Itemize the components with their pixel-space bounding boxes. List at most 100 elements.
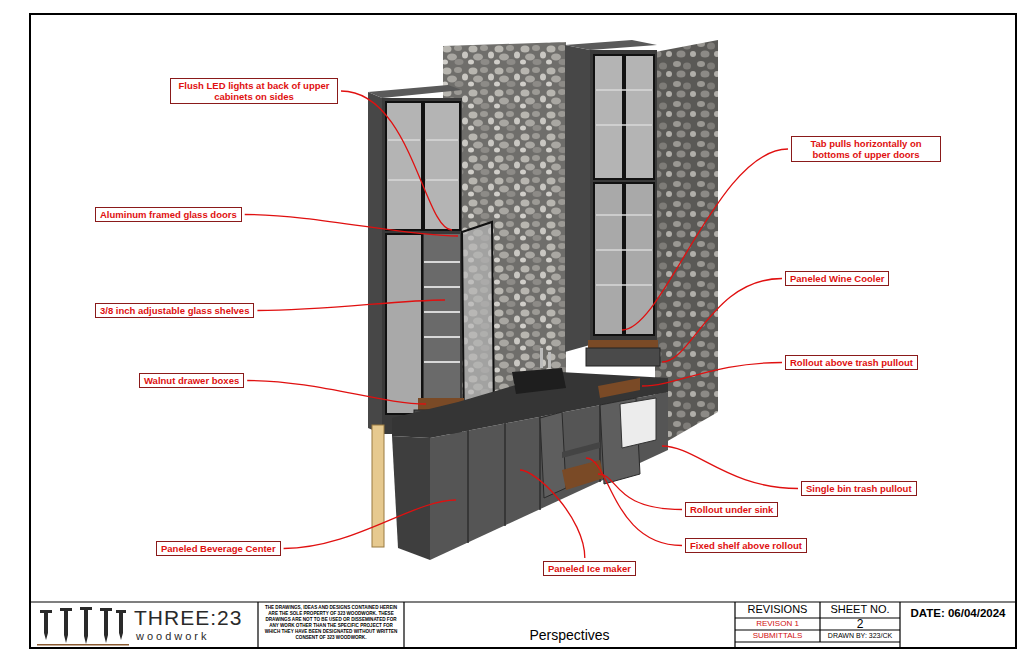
sheet-title: Perspectives — [404, 627, 735, 643]
title-block-grid-part — [819, 602, 820, 642]
callout-box: Paneled Ice maker — [543, 561, 636, 576]
table-header: REVISIONS — [735, 603, 820, 615]
callout-text: Walnut drawer boxes — [144, 375, 239, 386]
left-upper-cabinet-part — [424, 234, 460, 414]
callout-box: 3/8 inch adjustable glass shelves — [95, 303, 254, 318]
disclaimer-note: THE DRAWINGS, IDEAS AND DESIGNS CONTAINE… — [261, 605, 401, 641]
base-cabinets-part — [372, 425, 384, 547]
callout-text: Single bin trash pullout — [806, 483, 912, 494]
revision-cell: REVISON 1 — [735, 619, 820, 628]
title-block-grid-part — [899, 602, 900, 648]
leader-line — [622, 149, 788, 330]
leader-line — [520, 470, 585, 558]
date-cell: DATE: 06/04/2024 — [900, 607, 1016, 619]
callout-text: Rollout above trash pullout — [790, 357, 913, 368]
right-upper-cabinet-part — [594, 183, 623, 335]
logo-screws — [37, 607, 129, 646]
logo-screws-part — [84, 610, 88, 636]
callout-text: Paneled Beverage Center — [161, 543, 276, 554]
callout-text: Aluminum framed glass doors — [100, 209, 237, 220]
right-upper-cabinet-part — [590, 50, 657, 346]
leader-line — [341, 91, 452, 230]
base-cabinets-part — [620, 398, 656, 448]
right-upper-cabinet — [565, 40, 660, 366]
title-block-grid-part — [735, 617, 900, 618]
callout-box: Paneled Wine Cooler — [785, 271, 889, 286]
logo-screws-part — [44, 613, 48, 633]
logo-screws-part — [64, 635, 68, 643]
logo-screws-part — [60, 608, 72, 611]
sheet-number: 2 — [820, 617, 900, 631]
logo-screws-part — [104, 611, 108, 635]
title-block-grid-part — [30, 601, 1016, 602]
drawing-frame — [30, 14, 1016, 648]
logo-subtitle: woodwork — [136, 630, 210, 642]
base-cabinets-part — [392, 436, 430, 560]
left-upper-cabinet-part — [424, 102, 460, 230]
right-upper-cabinet-part — [596, 90, 652, 285]
left-upper-cabinet — [368, 85, 494, 434]
leader-line — [662, 279, 782, 363]
base-cabinets — [372, 348, 668, 560]
right-upper-cabinet-part — [625, 55, 654, 179]
table-header: SHEET NO. — [820, 603, 900, 615]
left-upper-cabinet-part — [388, 140, 458, 180]
callout-box: Rollout above trash pullout — [785, 355, 918, 370]
base-cabinets-part — [540, 348, 543, 368]
callout-text: Flush LED lights at back of upper cabine… — [175, 80, 333, 102]
submittals-cell: SUBMITTALS — [735, 631, 820, 640]
callout-text: Fixed shelf above rollout — [690, 540, 802, 551]
right-upper-cabinet-part — [586, 348, 660, 366]
logo-screws-part — [64, 611, 68, 635]
base-cabinets-part — [512, 368, 566, 394]
title-block-grid-part — [257, 602, 258, 648]
left-upper-cabinet-part — [424, 262, 460, 362]
callout-box: Aluminum framed glass doors — [95, 207, 242, 222]
callout-box: Paneled Beverage Center — [156, 541, 281, 556]
title-block-grid-part — [735, 641, 900, 642]
callout-box: Flush LED lights at back of upper cabine… — [170, 78, 338, 104]
leader-line — [284, 500, 456, 549]
logo-screws-part — [100, 608, 112, 611]
left-upper-cabinet-part — [382, 98, 462, 434]
callout-box: Rollout under sink — [685, 502, 778, 517]
callout-box: Fixed shelf above rollout — [685, 538, 807, 553]
logo-screws-part — [44, 633, 48, 640]
callout-text: 3/8 inch adjustable glass shelves — [100, 305, 249, 316]
logo-screws-part — [40, 610, 52, 613]
logo-screws-part — [84, 636, 88, 644]
leader-line — [257, 300, 445, 311]
leader-line — [642, 363, 782, 387]
callout-text: Tab pulls horizontally on bottoms of upp… — [796, 138, 936, 160]
logo-screws-part — [104, 635, 108, 643]
logo-screws-part — [119, 633, 123, 640]
callout-text: Paneled Wine Cooler — [790, 273, 884, 284]
logo-wordmark: THREE:23 — [134, 606, 242, 630]
logo-screws-part — [116, 610, 126, 613]
left-upper-cabinet-part — [386, 234, 422, 414]
leader-line — [247, 381, 426, 405]
left-upper-cabinet-part — [368, 85, 462, 98]
base-cabinets-part — [548, 352, 551, 368]
right-upper-cabinet-part — [565, 40, 657, 50]
logo-screws-part — [119, 613, 123, 633]
base-cabinets-part — [562, 442, 600, 458]
base-cabinets-part — [598, 378, 640, 398]
title-block-grid-part — [403, 602, 404, 648]
leader-line — [245, 215, 458, 237]
left-upper-cabinet-part — [368, 92, 382, 434]
right-upper-cabinet-part — [565, 45, 590, 352]
logo-screws-part — [80, 607, 92, 610]
leader-line — [598, 474, 682, 510]
logo-screws-part — [37, 644, 129, 646]
callout-text: Rollout under sink — [690, 504, 773, 515]
base-cabinets-part — [562, 460, 604, 490]
callout-box: Single bin trash pullout — [801, 481, 917, 496]
callout-box: Tab pulls horizontally on bottoms of upp… — [791, 136, 941, 162]
right-upper-cabinet-part — [625, 183, 654, 335]
leader-line — [662, 446, 798, 489]
drawn-by: DRAWN BY: 323/CK — [820, 632, 900, 639]
title-block-grid — [30, 602, 1016, 648]
